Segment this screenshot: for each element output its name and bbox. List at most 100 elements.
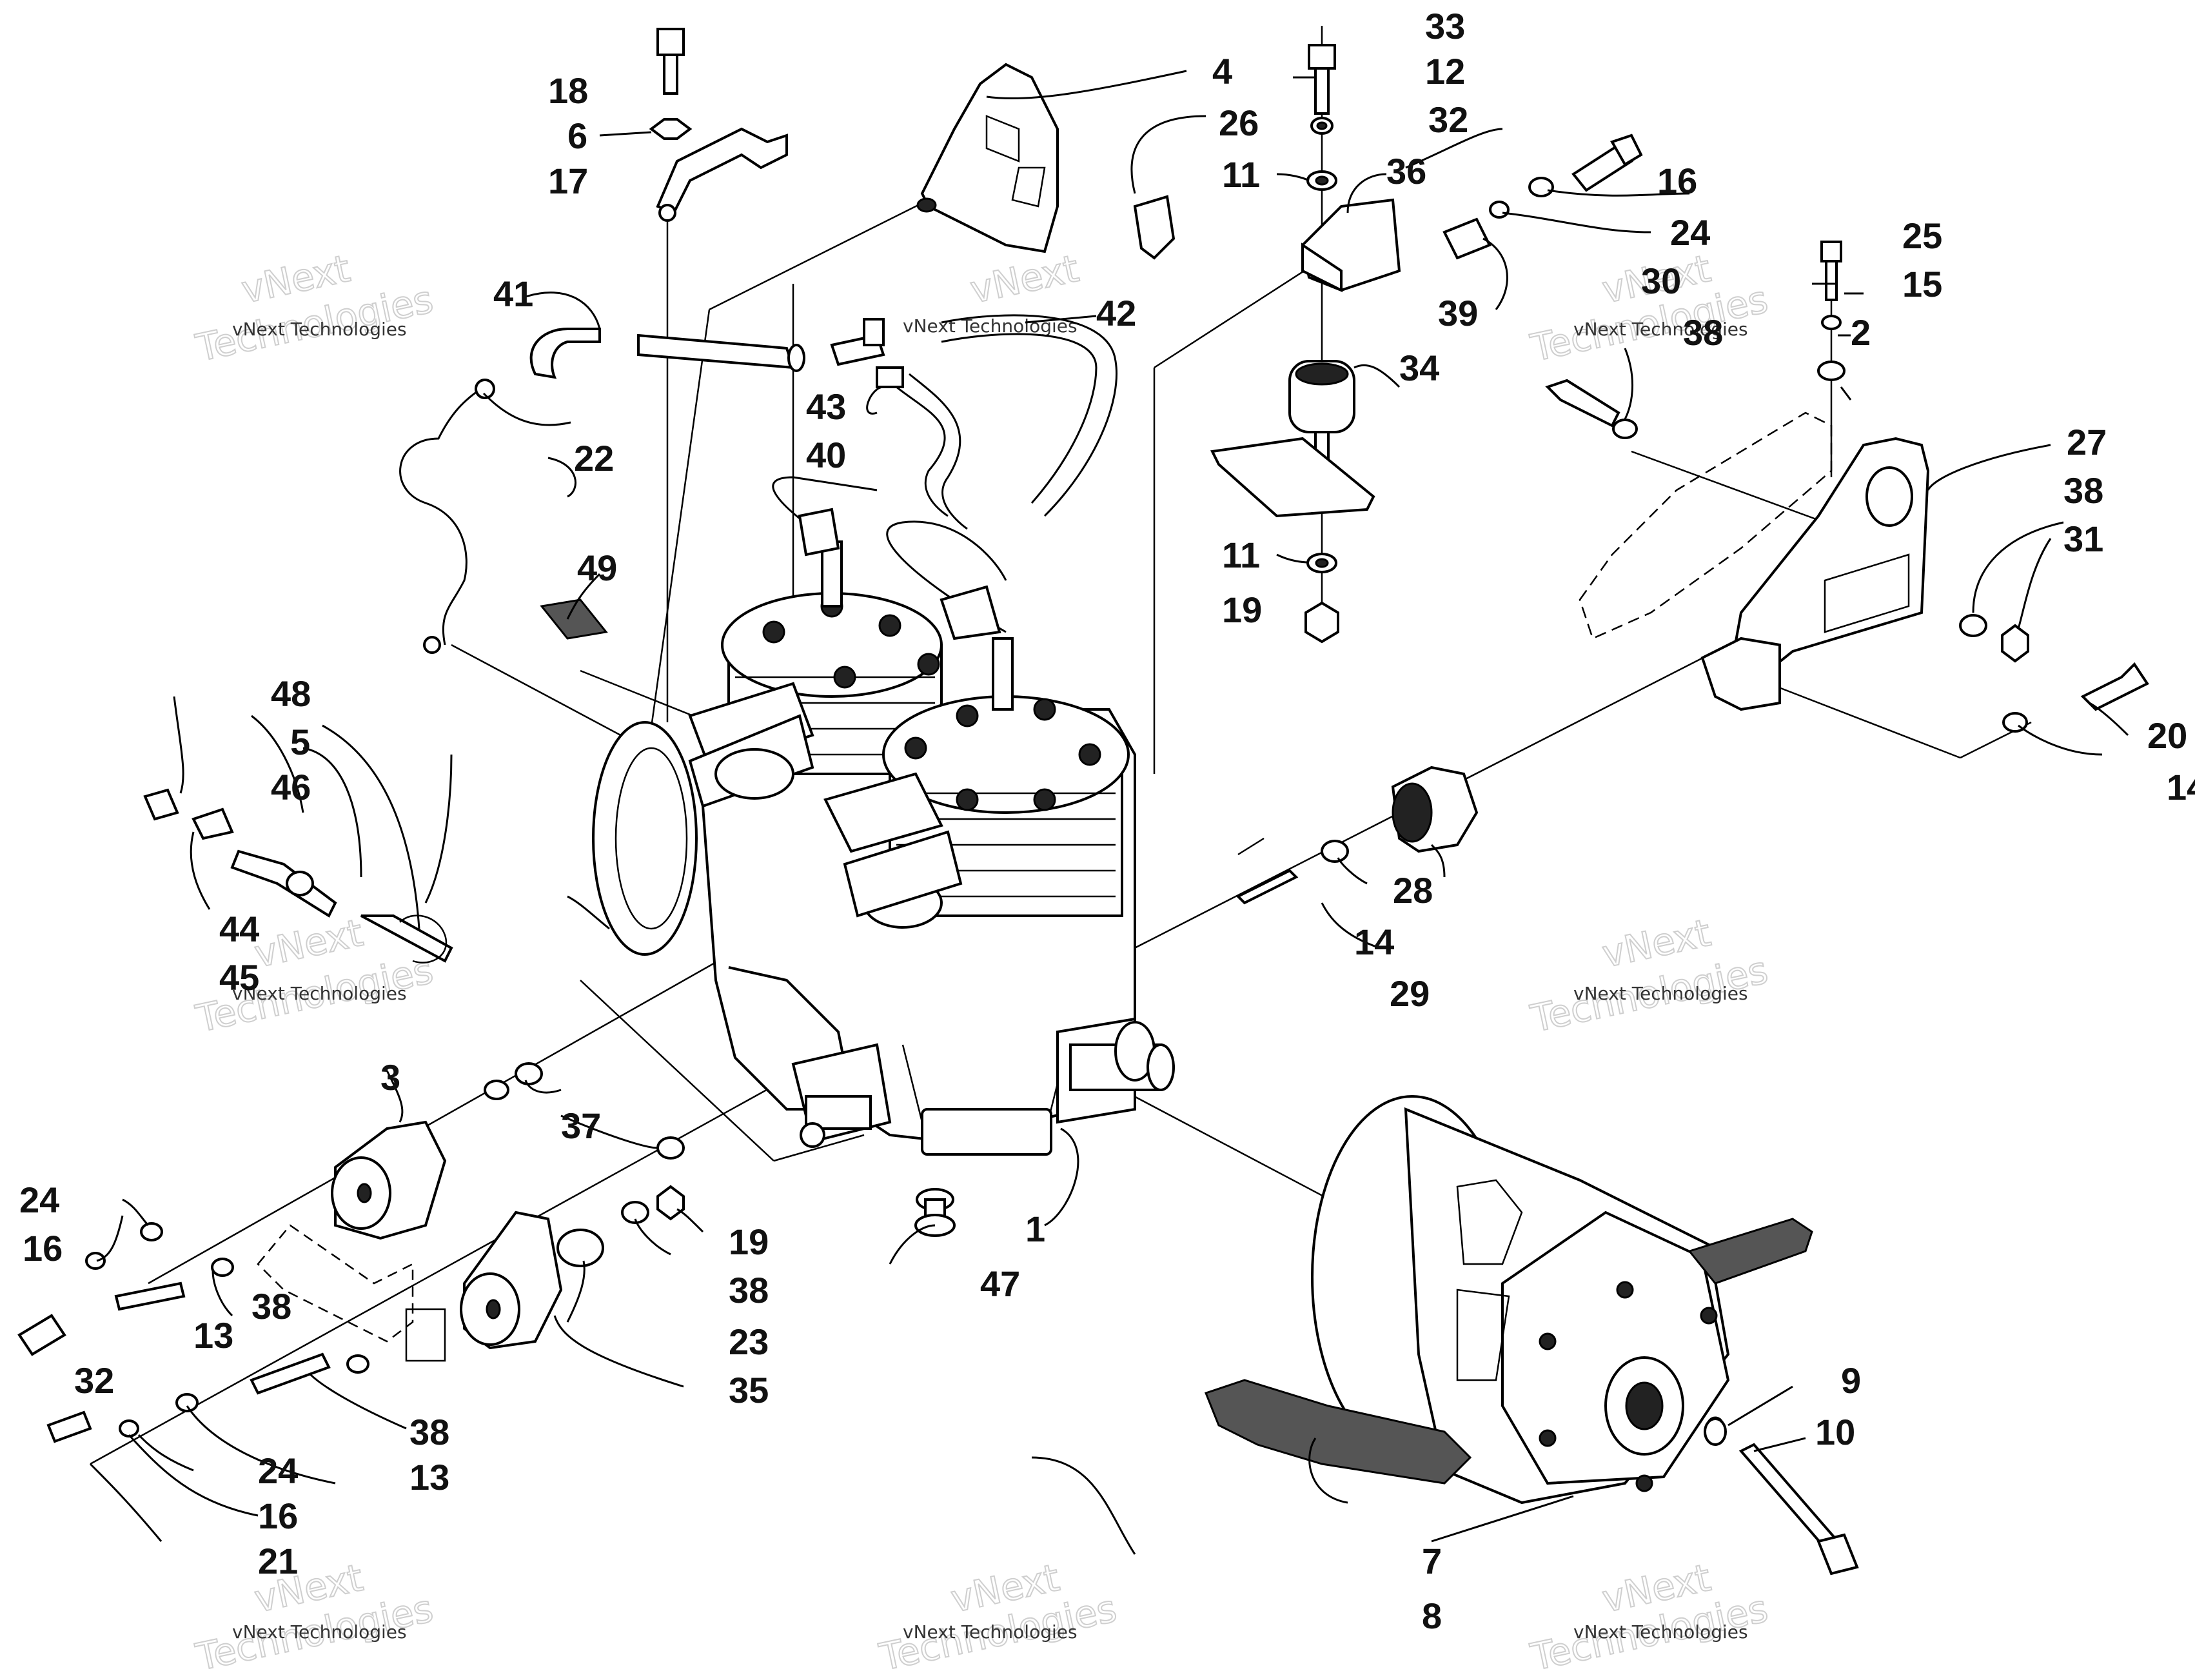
bolt-18 bbox=[649, 28, 693, 140]
callout-24-bottom: 24 bbox=[258, 1450, 298, 1491]
watermark-large: vNext bbox=[967, 246, 1083, 312]
callout-22: 22 bbox=[574, 438, 614, 479]
watermark-small: vNext Technologies bbox=[1573, 1621, 1748, 1643]
callout-38-left: 38 bbox=[251, 1286, 291, 1327]
watermark-small: vNext Technologies bbox=[232, 983, 407, 1004]
callout-19-bottom: 19 bbox=[729, 1221, 769, 1262]
callout-49: 49 bbox=[577, 548, 617, 588]
callout-29: 29 bbox=[1390, 973, 1430, 1014]
callout-13-upper: 13 bbox=[193, 1315, 233, 1356]
bolt-30 bbox=[1545, 379, 1638, 439]
callout-7: 7 bbox=[1422, 1541, 1442, 1581]
callout-2: 2 bbox=[1851, 312, 1871, 353]
callout-6: 6 bbox=[567, 115, 587, 156]
callout-labels: 1 2 3 4 5 6 7 8 9 10 11 11 12 13 13 14 1… bbox=[19, 6, 2195, 1636]
callout-47: 47 bbox=[980, 1263, 1020, 1304]
callout-24-top: 24 bbox=[1670, 212, 1710, 253]
motor-mount-35 bbox=[460, 1211, 563, 1350]
watermark-small: vNext Technologies bbox=[903, 1621, 1078, 1643]
ground-wire bbox=[399, 379, 495, 654]
engine-block bbox=[592, 476, 1175, 1156]
watermark-small: vNext Technologies bbox=[232, 1621, 407, 1643]
callout-40: 40 bbox=[806, 435, 846, 475]
head-bolts bbox=[762, 595, 1101, 811]
hoses bbox=[529, 314, 1117, 530]
isolator-28 bbox=[1235, 766, 1479, 905]
clutch-bolt bbox=[1704, 1418, 1859, 1576]
callout-13-lower: 13 bbox=[409, 1457, 449, 1497]
callout-20: 20 bbox=[2147, 715, 2187, 756]
clamp-17 bbox=[656, 127, 788, 222]
callout-10: 10 bbox=[1815, 1412, 1855, 1452]
callout-38-right-top: 38 bbox=[1683, 312, 1723, 353]
callout-37: 37 bbox=[561, 1105, 601, 1146]
callout-35: 35 bbox=[729, 1370, 769, 1410]
callout-16-left: 16 bbox=[23, 1228, 63, 1269]
callout-16-top: 16 bbox=[1657, 161, 1697, 201]
callout-25: 25 bbox=[1902, 215, 1942, 256]
callout-38-bottom: 38 bbox=[409, 1412, 449, 1452]
bracket-hardware-top bbox=[1442, 133, 1643, 260]
drive-clutch bbox=[1311, 1095, 1730, 1505]
callout-27: 27 bbox=[2067, 422, 2107, 462]
callout-33: 33 bbox=[1425, 6, 1465, 46]
clip-26 bbox=[1133, 195, 1176, 260]
callout-24-left: 24 bbox=[19, 1180, 59, 1220]
callout-3: 3 bbox=[380, 1057, 400, 1098]
callout-31: 31 bbox=[2063, 519, 2103, 559]
leader-lines bbox=[89, 70, 2129, 1555]
motor-mount-3 bbox=[331, 1120, 447, 1240]
callout-26: 26 bbox=[1219, 103, 1259, 143]
gasket bbox=[540, 598, 608, 640]
callout-43: 43 bbox=[806, 386, 846, 427]
watermark-small: vNext Technologies bbox=[1573, 983, 1748, 1004]
mount-bracket-outline bbox=[257, 1224, 414, 1343]
callout-9: 9 bbox=[1841, 1360, 1861, 1401]
watermark-small: vNext Technologies bbox=[232, 319, 407, 340]
callout-41: 41 bbox=[493, 273, 533, 314]
callout-38-right-upper: 38 bbox=[2063, 470, 2103, 511]
left-hardware bbox=[17, 1222, 369, 1443]
callout-36: 36 bbox=[1386, 151, 1426, 192]
callout-14-mid: 14 bbox=[1354, 922, 1394, 962]
callout-11-top: 11 bbox=[1222, 154, 1260, 195]
callout-4: 4 bbox=[1212, 51, 1232, 92]
mount-bracket-tab bbox=[405, 1308, 446, 1362]
mount-hardware-lower bbox=[484, 1062, 685, 1224]
oil-fitting bbox=[143, 788, 453, 964]
bolt-25-stack bbox=[1817, 241, 1846, 381]
callout-46: 46 bbox=[271, 767, 311, 807]
callout-17: 17 bbox=[548, 161, 588, 201]
callout-1: 1 bbox=[1025, 1209, 1045, 1249]
mount-plate-27 bbox=[1579, 411, 1930, 711]
callout-19-top: 19 bbox=[1222, 589, 1262, 630]
callout-32-left: 32 bbox=[74, 1360, 114, 1401]
callout-39: 39 bbox=[1438, 293, 1478, 333]
callout-18: 18 bbox=[548, 70, 588, 111]
rear-mount-stack bbox=[1210, 44, 1401, 644]
callout-21: 21 bbox=[258, 1541, 298, 1581]
callout-44: 44 bbox=[219, 909, 259, 949]
drive-belt bbox=[1205, 1218, 1813, 1485]
callout-16-bottom: 16 bbox=[258, 1496, 298, 1536]
callout-38-lower-mid: 38 bbox=[729, 1270, 769, 1310]
callout-32-top: 32 bbox=[1428, 99, 1468, 140]
plate-hardware-right bbox=[1959, 614, 2149, 733]
callout-11-bottom: 11 bbox=[1222, 535, 1260, 575]
callout-48: 48 bbox=[271, 673, 311, 714]
callout-8: 8 bbox=[1422, 1596, 1442, 1636]
callout-5: 5 bbox=[290, 722, 310, 762]
callout-14-right: 14 bbox=[2167, 767, 2195, 807]
callout-45: 45 bbox=[219, 957, 259, 998]
callout-15: 15 bbox=[1902, 264, 1942, 304]
callout-42: 42 bbox=[1096, 293, 1136, 333]
watermark-small: vNext Technologies bbox=[1573, 319, 1748, 340]
bracket-4 bbox=[916, 63, 1059, 253]
callout-34: 34 bbox=[1399, 348, 1439, 388]
callout-12: 12 bbox=[1425, 51, 1465, 92]
callout-23: 23 bbox=[729, 1321, 769, 1362]
callout-28: 28 bbox=[1393, 870, 1433, 911]
callout-30: 30 bbox=[1641, 261, 1681, 301]
washer-23 bbox=[556, 1229, 604, 1267]
